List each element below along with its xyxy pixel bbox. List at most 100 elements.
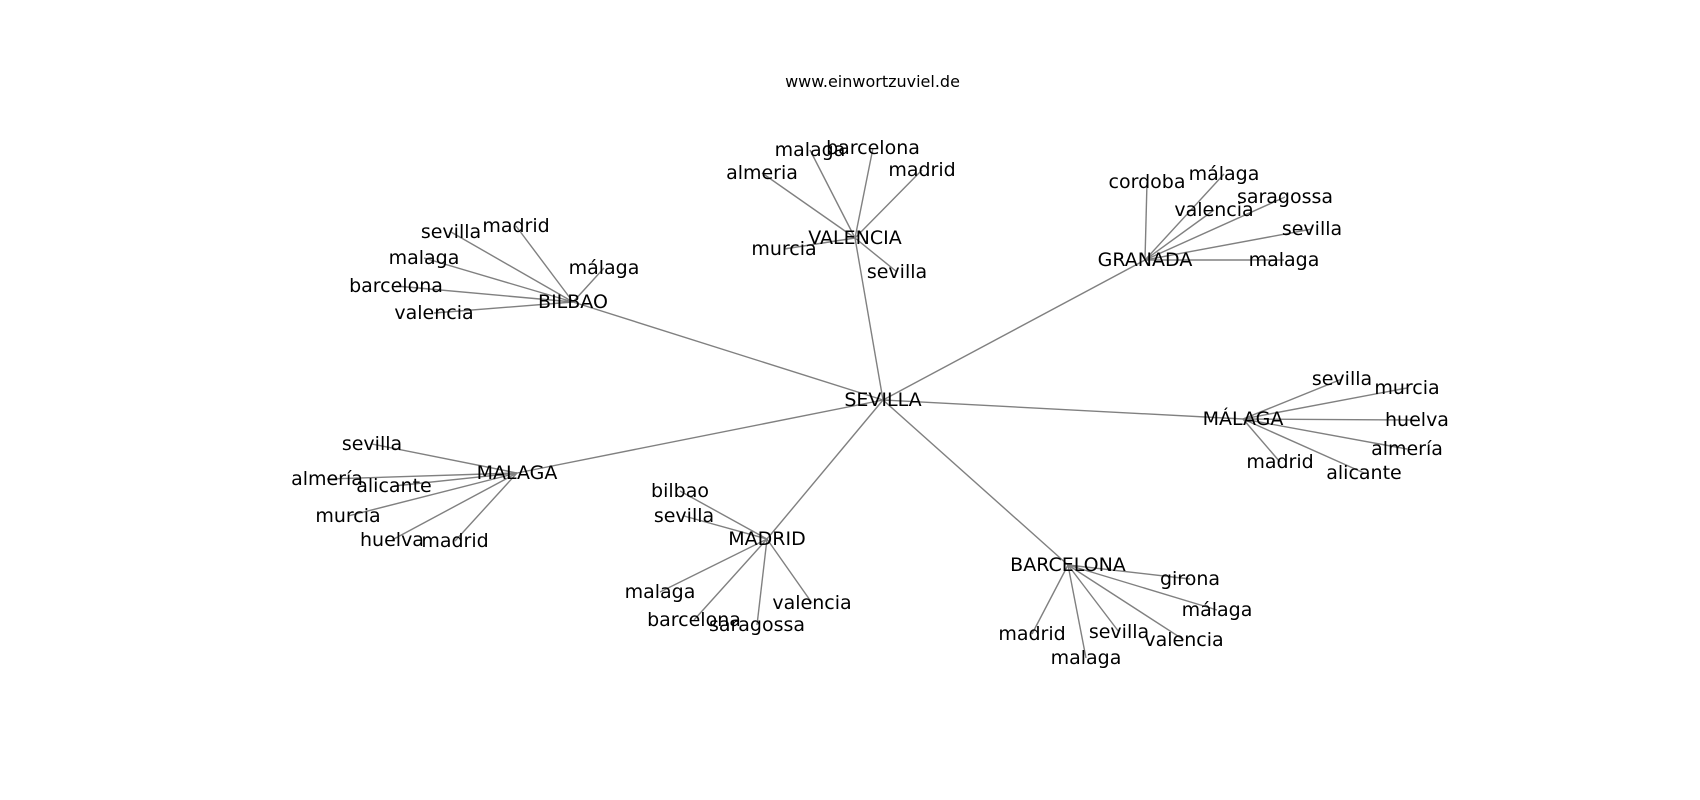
leaf-label: alicante: [356, 475, 431, 497]
edge-hub-3-leaf-1: [1242, 387, 1408, 420]
edge-root-to-1: [882, 259, 1146, 401]
leaf-label: huelva: [1385, 409, 1449, 431]
edge-hub-1-leaf-0: [1144, 181, 1148, 261]
edge-hub-3-leaf-4: [1242, 418, 1281, 463]
leaf-label: barcelona: [349, 275, 443, 297]
edge-root-to-4: [516, 399, 884, 474]
leaf-label: sevilla: [342, 433, 402, 455]
leaf-label: sevilla: [867, 261, 927, 283]
leaf-label: murcia: [315, 505, 380, 527]
leaf-label: malaga: [1249, 249, 1320, 271]
edge-hub-4-leaf-5: [454, 472, 518, 542]
hub-label: GRANADA: [1098, 249, 1193, 271]
edge-root-to-5: [766, 399, 884, 540]
edge-hub-0-leaf-3: [854, 169, 923, 239]
hub-label: BARCELONA: [1010, 554, 1126, 576]
edge-hub-0-leaf-4: [783, 237, 856, 250]
edge-hub-4-leaf-1: [326, 472, 518, 480]
hub-label: VALENCIA: [808, 227, 901, 249]
edge-hub-1-leaf-1: [1144, 173, 1225, 261]
leaf-label: girona: [1160, 568, 1220, 590]
edge-hub-6-leaf-5: [1067, 564, 1087, 659]
edge-hub-2-leaf-3: [572, 267, 605, 303]
leaf-label: murcia: [751, 238, 816, 260]
edge-hub-5-leaf-3: [766, 538, 813, 604]
leaf-label: saragossa: [709, 614, 805, 636]
leaf-label: almería: [1371, 438, 1443, 460]
edge-hub-2-leaf-4: [395, 285, 574, 303]
edge-hub-4-leaf-4: [391, 472, 518, 541]
hub-label: BILBAO: [538, 291, 608, 313]
leaf-label: sevilla: [1312, 368, 1372, 390]
edge-hub-3-leaf-0: [1242, 378, 1343, 420]
edge-hub-6-leaf-1: [1067, 564, 1218, 611]
edge-root-to-2: [572, 301, 884, 401]
leaf-label: sevilla: [1282, 218, 1342, 240]
edge-hub-3-leaf-5: [1242, 418, 1365, 474]
leaf-label: cordoba: [1109, 171, 1186, 193]
leaf-label: málaga: [1189, 163, 1260, 185]
edge-hub-3-leaf-3: [1242, 418, 1408, 450]
edge-hub-5-leaf-2: [659, 538, 768, 593]
credit-text: www.einwortzuviel.de: [785, 72, 960, 91]
edge-hub-5-leaf-1: [683, 515, 768, 540]
edge-hub-5-leaf-4: [693, 538, 768, 621]
leaf-label: valencia: [1144, 629, 1223, 651]
edge-hub-0-leaf-5: [854, 237, 898, 273]
edge-hub-0-leaf-1: [854, 147, 874, 239]
edge-hub-4-leaf-0: [371, 443, 518, 474]
edge-hub-2-leaf-1: [515, 225, 574, 303]
hub-label: MÁLAGA: [1203, 407, 1284, 430]
leaf-label: málaga: [1182, 599, 1253, 621]
edge-hub-5-leaf-5: [756, 538, 768, 626]
edge-hub-0-leaf-0: [809, 149, 856, 239]
hub-label: MADRID: [728, 528, 805, 550]
leaf-label: bilbao: [651, 480, 709, 502]
edge-root-to-3: [882, 399, 1244, 420]
hub-label: MALAGA: [477, 462, 558, 484]
root-label: SEVILLA: [844, 389, 921, 411]
leaf-label: sevilla: [421, 221, 481, 243]
leaf-label: madrid: [482, 215, 549, 237]
edge-hub-6-leaf-4: [1067, 564, 1185, 641]
edge-hub-4-leaf-3: [347, 472, 518, 517]
leaf-label: barcelona: [826, 137, 920, 159]
edge-hub-6-leaf-0: [1067, 564, 1191, 580]
edge-hub-6-leaf-3: [1067, 564, 1120, 633]
edge-root-to-0: [854, 237, 884, 401]
edge-hub-5-leaf-0: [679, 490, 768, 540]
leaf-label: malaga: [625, 581, 696, 603]
leaf-label: malaga: [1051, 647, 1122, 669]
edge-hub-1-leaf-3: [1144, 196, 1286, 261]
edge-root-to-6: [882, 399, 1069, 566]
edge-hub-3-leaf-2: [1242, 418, 1418, 421]
edge-hub-2-leaf-5: [433, 301, 574, 314]
leaf-label: madrid: [421, 530, 488, 552]
edge-hub-4-leaf-2: [393, 472, 518, 487]
leaf-label: saragossa: [1237, 186, 1333, 208]
leaf-label: huelva: [360, 529, 424, 551]
leaf-label: sevilla: [654, 505, 714, 527]
leaf-label: almeria: [726, 162, 798, 184]
leaf-label: sevilla: [1089, 621, 1149, 643]
leaf-label: alicante: [1326, 462, 1401, 484]
leaf-label: malaga: [775, 139, 846, 161]
edges-layer: [326, 147, 1418, 659]
edge-hub-2-leaf-0: [450, 231, 574, 303]
edge-hub-1-leaf-4: [1144, 228, 1313, 261]
leaf-label: murcia: [1374, 377, 1439, 399]
leaf-label: madrid: [1246, 451, 1313, 473]
leaf-label: malaga: [389, 247, 460, 269]
edge-hub-1-leaf-2: [1144, 209, 1215, 261]
edge-hub-6-leaf-2: [1031, 564, 1069, 635]
edge-hub-2-leaf-2: [423, 257, 574, 303]
leaf-label: valencia: [772, 592, 851, 614]
leaf-label: madrid: [998, 623, 1065, 645]
leaf-label: valencia: [1174, 199, 1253, 221]
leaf-label: málaga: [569, 257, 640, 279]
leaf-label: madrid: [888, 159, 955, 181]
edge-hub-0-leaf-2: [761, 172, 856, 239]
leaf-label: valencia: [394, 302, 473, 324]
